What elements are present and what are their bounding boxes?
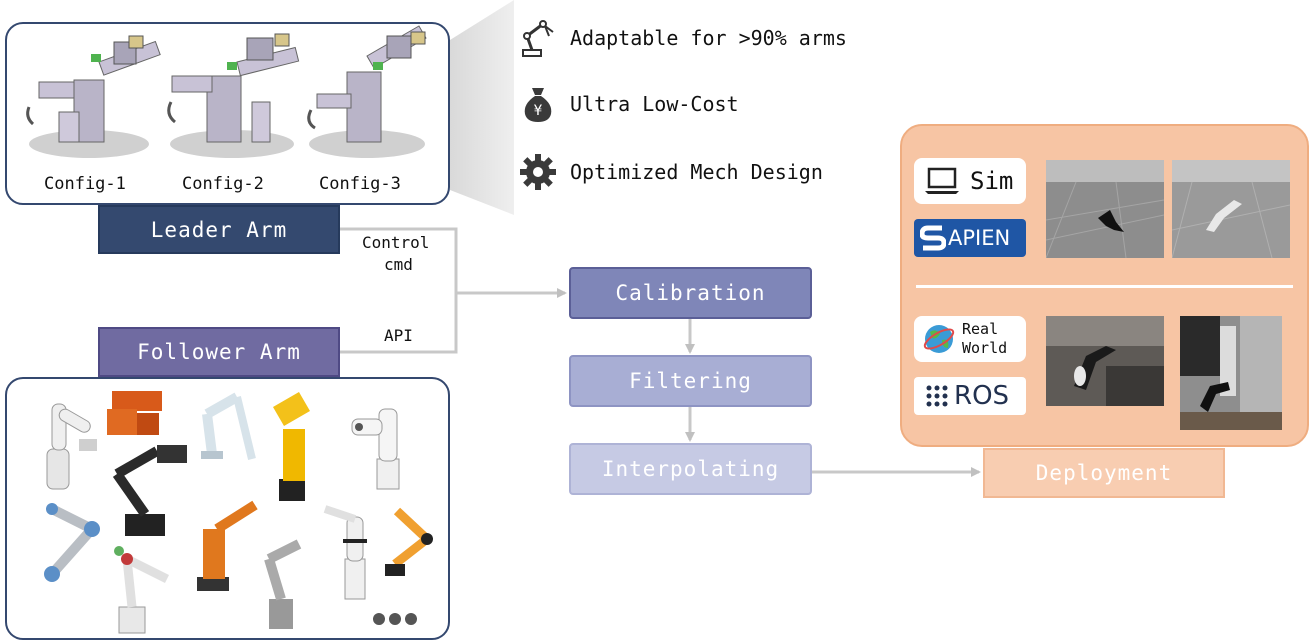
laptop-icon bbox=[924, 166, 960, 196]
api-label: API bbox=[384, 326, 413, 345]
sapien-label: APIEN bbox=[948, 226, 1011, 250]
ellipsis-dot-3 bbox=[405, 613, 417, 625]
panel-divider bbox=[916, 285, 1293, 288]
config-3-label: Config-3 bbox=[319, 174, 401, 194]
sim-chip: Sim bbox=[914, 158, 1026, 204]
real-world-photo-2 bbox=[1180, 316, 1282, 430]
robot-orange-black-small bbox=[385, 507, 433, 576]
feature-fan bbox=[450, 0, 514, 215]
gear-icon bbox=[518, 152, 558, 192]
robot-red-white-arm bbox=[114, 546, 170, 634]
yen-glyph: ¥ bbox=[534, 103, 543, 119]
robot-white-cobot-2 bbox=[351, 408, 400, 490]
filtering-box: Filtering bbox=[569, 355, 812, 407]
real-world-chip: Real World bbox=[914, 316, 1026, 362]
feature-mech-design: Optimized Mech Design bbox=[518, 152, 823, 192]
ellipsis-dot-2 bbox=[389, 613, 401, 625]
real-label-line1: Real bbox=[962, 320, 999, 338]
config-2-illustration bbox=[167, 33, 300, 158]
follower-robots-panel bbox=[5, 377, 450, 640]
calibration-box: Calibration bbox=[569, 267, 812, 319]
robot-black-arm bbox=[112, 445, 187, 536]
sim-label: Sim bbox=[970, 167, 1014, 195]
globe-icon bbox=[922, 322, 956, 356]
ellipsis-dot-1 bbox=[373, 613, 385, 625]
leader-config-panel: Config-1 Config-2 Config-3 bbox=[5, 22, 450, 205]
control-label-line2: cmd bbox=[384, 255, 413, 274]
control-cmd-label: Control cmd bbox=[362, 232, 429, 276]
sapien-s-icon bbox=[920, 224, 946, 252]
ros-label: ROS bbox=[954, 381, 1010, 411]
sim-view-thumbnail-1 bbox=[1046, 160, 1164, 258]
interpolating-box: Interpolating bbox=[569, 443, 812, 495]
feature-low-cost-text: Ultra Low-Cost bbox=[570, 92, 739, 116]
feature-low-cost: ¥ Ultra Low-Cost bbox=[518, 84, 739, 124]
robot-yellow-industrial bbox=[273, 392, 310, 501]
robot-white-slim-arm bbox=[201, 392, 256, 460]
deployment-box: Deployment bbox=[983, 448, 1225, 498]
leader-connector bbox=[340, 227, 458, 354]
robot-ur-arm bbox=[44, 503, 100, 582]
leader-arm-illustrations bbox=[26, 25, 427, 158]
sapien-chip: APIEN bbox=[914, 219, 1026, 257]
sim-view-thumbnail-2 bbox=[1172, 160, 1290, 258]
follower-arm-box: Follower Arm bbox=[98, 327, 340, 377]
robot-arm-icon bbox=[518, 18, 558, 58]
deployment-panel: Sim APIEN bbox=[900, 124, 1309, 447]
config-2-label: Config-2 bbox=[182, 174, 264, 194]
leader-arm-box: Leader Arm bbox=[98, 205, 340, 254]
config-3-illustration bbox=[307, 25, 427, 158]
feature-mech-design-text: Optimized Mech Design bbox=[570, 160, 823, 184]
money-bag-icon: ¥ bbox=[518, 84, 558, 124]
follower-robots-illustration bbox=[44, 391, 433, 634]
robot-orange-gripper bbox=[107, 391, 162, 435]
real-world-label: Real World bbox=[962, 320, 1007, 358]
control-label-line1: Control bbox=[362, 233, 430, 252]
robot-gray-cobot bbox=[264, 539, 302, 629]
real-label-line2: World bbox=[962, 339, 1008, 357]
config-1-illustration bbox=[26, 35, 161, 158]
robot-white-tall-cobot bbox=[323, 505, 367, 600]
real-world-photo-1 bbox=[1046, 316, 1164, 406]
robot-white-cobot-1 bbox=[46, 403, 97, 490]
robot-orange-kuka bbox=[197, 500, 258, 591]
ros-dots-icon bbox=[926, 385, 948, 407]
config-1-label: Config-1 bbox=[44, 174, 126, 194]
feature-adaptable: Adaptable for >90% arms bbox=[518, 18, 847, 58]
ros-chip: ROS bbox=[914, 377, 1026, 415]
feature-adaptable-text: Adaptable for >90% arms bbox=[570, 26, 847, 50]
